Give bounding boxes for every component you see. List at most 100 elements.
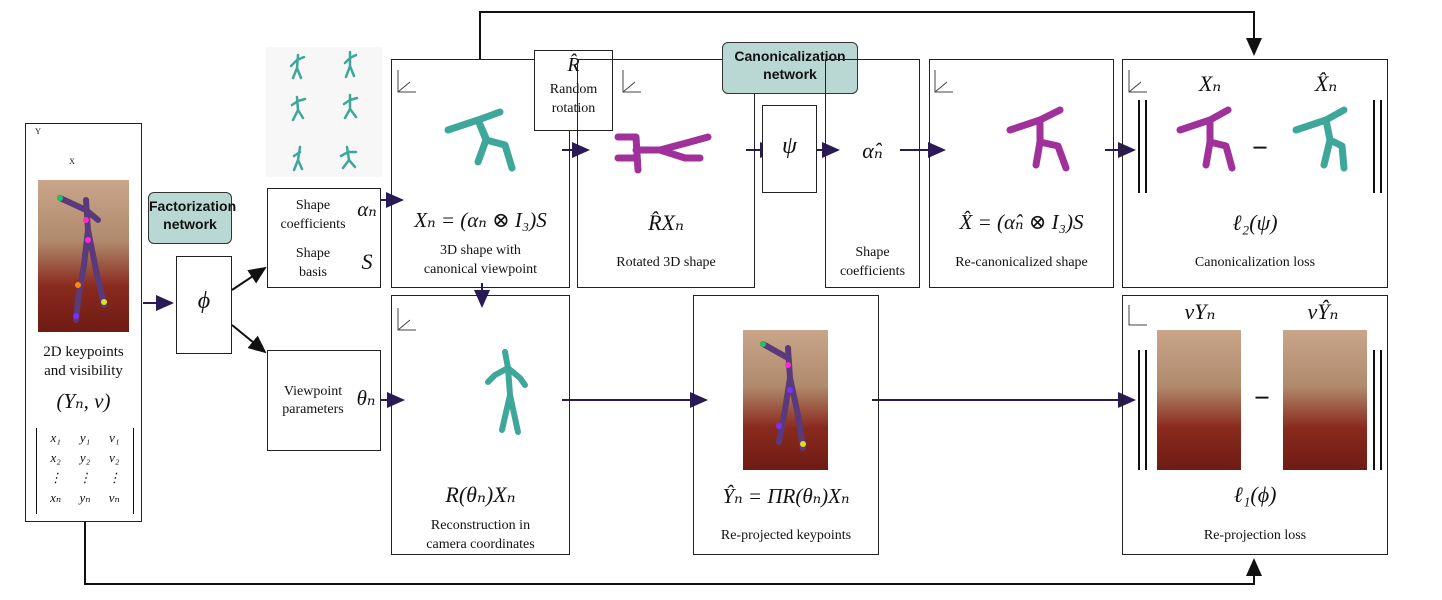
reprojected-photo — [743, 330, 828, 470]
reproj-loss-right: vŶₙ — [1307, 299, 1339, 324]
viewpoint-symbol: θₙ — [356, 386, 376, 410]
random-rotation-box — [534, 50, 613, 131]
canonicalization-loss-box — [1122, 59, 1388, 288]
reprojected-math: Ŷₙ = ΠR(θₙ)Xₙ — [722, 484, 850, 508]
reprojected-caption: Re-projected keypoints — [720, 528, 852, 543]
rotated-stick-figure — [614, 133, 712, 174]
random-rotation-label-2: rotation — [551, 101, 596, 116]
matrix-cell: xₙ — [50, 490, 62, 505]
factorization-line-2: network — [163, 216, 217, 232]
canon-loss-right: X̂ₙ — [1314, 71, 1338, 96]
canon-loss-left: Xₙ — [1198, 71, 1222, 96]
rotated-shape-box — [577, 59, 755, 288]
canonicalization-line-2: network — [763, 66, 817, 82]
canonicalization-line-1: Canonicalization — [734, 48, 846, 64]
top-loop-line — [479, 11, 1262, 59]
canon-loss-brackets — [1138, 100, 1382, 193]
reconstruction-box — [391, 295, 570, 555]
axis-label-y: Y — [35, 127, 41, 136]
canon-loss-minus: − — [1252, 133, 1268, 164]
viewpoint-params-box — [267, 350, 381, 451]
shape-params-box — [267, 188, 381, 288]
matrix-cell: yₙ — [79, 490, 91, 505]
phi-box — [176, 256, 232, 354]
matrix-row: ⋮ ⋮ ⋮ — [37, 468, 133, 488]
input-caption-1: 2D keypoints — [43, 344, 124, 360]
reproj-loss-photo-left — [1157, 330, 1241, 470]
recanonicalized-caption: Re-canonicalized shape — [955, 255, 1088, 270]
recanonical-stick-figure — [1006, 106, 1070, 172]
shape-coeffs-hat-caption-1: Shape — [855, 245, 890, 260]
loss-figure-right — [1292, 106, 1348, 172]
input-matrix: x₁ y₁ v₁ x₂ y₂ v₂ ⋮ ⋮ ⋮ xₙ yₙ vₙ — [36, 428, 134, 514]
reconstruction-caption-1: Reconstruction in — [430, 518, 531, 533]
rotated-shape-math: R̂Xₙ — [648, 210, 684, 235]
matrix-cell: vₙ — [108, 490, 120, 505]
rotated-shape-caption: Rotated 3D shape — [616, 255, 716, 270]
canonical-shape-math: Xₙ = (αₙ ⊗ I₃)S — [414, 208, 547, 232]
reprojected-keypoint-overlay — [760, 341, 806, 451]
recanonicalized-box — [929, 59, 1114, 288]
matrix-cell: y₁ — [79, 430, 91, 445]
reprojected-box — [693, 295, 879, 555]
shape-coeffs-hat-box — [825, 59, 920, 288]
shape-basis-label-2: basis — [299, 265, 327, 280]
recanonicalized-math: X̂ = (α̂ₙ ⊗ I₃)S — [959, 210, 1084, 234]
arrow-phi-to-shape — [231, 266, 267, 291]
shape-coeff-label-2: coefficients — [280, 217, 346, 232]
canonicalization-network-label: Canonicalization network — [722, 42, 858, 94]
arrow-phi-to-viewpoint — [231, 324, 267, 354]
bottom-loop-line — [84, 522, 1262, 585]
canon-loss-caption: Canonicalization loss — [1194, 255, 1316, 270]
reconstruction-caption-2: camera coordinates — [426, 537, 535, 552]
viewpoint-label-2: parameters — [282, 402, 344, 417]
matrix-row: x₁ y₁ v₁ — [37, 428, 133, 448]
matrix-row: x₂ y₂ v₂ — [37, 448, 133, 468]
axis-label-x: X — [69, 157, 75, 166]
canonical-caption-2: canonical viewpoint — [423, 262, 538, 277]
reproj-loss-left: vYₙ — [1184, 299, 1216, 324]
matrix-row: xₙ yₙ vₙ — [37, 488, 133, 508]
shape-coeff-symbol: αₙ — [357, 197, 377, 221]
matrix-cell: x₂ — [50, 450, 61, 465]
reproj-loss-minus: − — [1254, 383, 1270, 414]
canonical-stick-figure — [444, 108, 516, 172]
input-math: (Yₙ, v) — [56, 389, 111, 413]
matrix-cell: v₁ — [109, 430, 120, 445]
phi-symbol: ϕ — [197, 288, 211, 314]
shape-coeff-label-1: Shape — [295, 198, 331, 213]
canonical-caption-1: 3D shape with — [440, 243, 521, 258]
input-caption-2: and visibility — [44, 363, 123, 379]
shape-coeffs-hat-caption-2: coefficients — [839, 264, 906, 279]
random-rotation-label-1: Random — [549, 82, 598, 97]
reproj-loss-caption: Re-projection loss — [1203, 528, 1307, 543]
matrix-cell: ⋮ — [78, 470, 92, 485]
input-photo — [38, 180, 129, 332]
matrix-cell: x₁ — [50, 430, 61, 445]
psi-box — [762, 105, 817, 193]
shape-basis-symbol: S — [361, 249, 373, 274]
reproj-loss-brackets — [1138, 350, 1382, 470]
reprojection-loss-box — [1122, 295, 1388, 555]
matrix-cell: v₂ — [109, 450, 120, 465]
reproj-loss-math: ℓ₁(ϕ) — [1233, 482, 1277, 507]
matrix-cell: y₂ — [79, 450, 91, 465]
factorization-line-1: Factorization — [149, 198, 237, 214]
reconstruction-stick-figure — [485, 349, 528, 435]
matrix-cell: ⋮ — [49, 470, 63, 485]
random-rotation-symbol: R̂ — [567, 54, 580, 76]
loss-figure-left — [1176, 106, 1236, 172]
psi-symbol: ψ — [782, 133, 797, 159]
factorization-network-label: Factorization network — [148, 192, 237, 244]
canon-loss-math: ℓ₂(ψ) — [1232, 210, 1278, 235]
shape-basis-label-1: Shape — [295, 246, 331, 261]
viewpoint-label-1: Viewpoint — [283, 384, 343, 399]
canonical-shape-box — [391, 59, 570, 288]
matrix-cell: ⋮ — [107, 470, 121, 485]
shape-coeffs-hat-math: α̂ₙ — [862, 138, 883, 163]
pose-thumbnails — [266, 47, 382, 177]
reconstruction-math: R(θₙ)Xₙ — [445, 482, 516, 507]
input-keypoint-overlay — [57, 195, 107, 323]
